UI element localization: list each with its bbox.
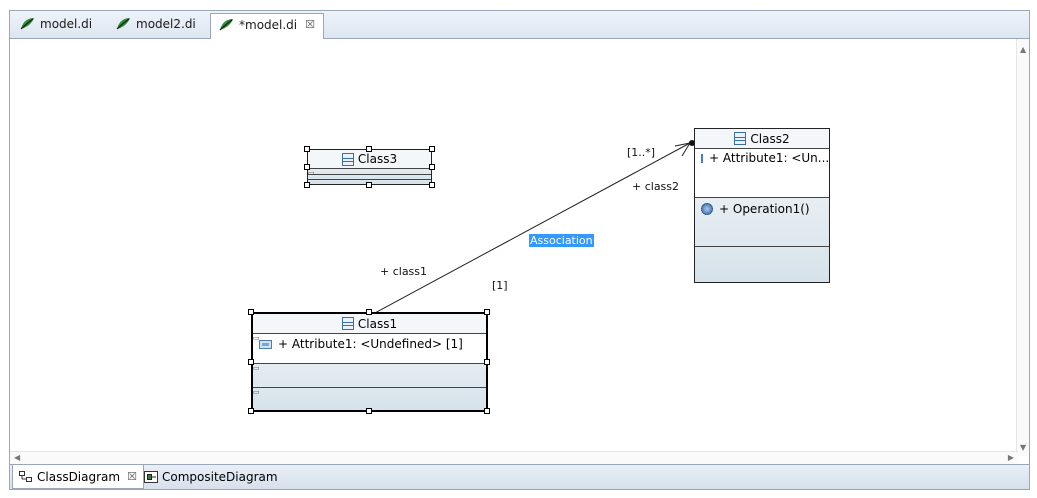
association-edges xyxy=(359,140,695,322)
class1-node[interactable]: Class1 ▭ + Attribute1: <Undefined> [1] ▭… xyxy=(251,312,488,412)
class-diagram-icon xyxy=(19,470,32,482)
selection-handle[interactable] xyxy=(304,164,310,170)
class2-nested-compartment[interactable] xyxy=(695,247,829,282)
collapse-icon[interactable]: ▭ xyxy=(308,169,315,177)
tab-label: ClassDiagram xyxy=(37,469,121,484)
vertical-scrollbar[interactable]: ▲ ▼ xyxy=(1016,39,1029,456)
diagram-tabbar: ClassDiagram ☒ CompositeDiagram xyxy=(10,464,1029,489)
selection-handle[interactable] xyxy=(304,146,310,152)
tab-model2-di[interactable]: model2.di xyxy=(108,13,204,39)
association-line xyxy=(359,142,691,322)
horizontal-scrollbar[interactable]: ◀ ▶ xyxy=(10,451,1018,464)
papyrus-leaf-icon xyxy=(219,19,233,31)
scroll-up-icon[interactable]: ▲ xyxy=(1020,45,1027,54)
selection-handle[interactable] xyxy=(484,408,490,414)
diagram-canvas[interactable]: Class3 ▭ Class2 + Attribute1: <Un xyxy=(10,39,1018,456)
scroll-right-icon[interactable]: ▶ xyxy=(1007,453,1014,462)
property-icon xyxy=(701,153,703,163)
class2-operation-row[interactable]: + Operation1() xyxy=(695,198,829,218)
selection-handle[interactable] xyxy=(366,309,372,315)
class3-node[interactable]: Class3 ▭ xyxy=(307,149,432,185)
class-icon xyxy=(341,317,354,330)
papyrus-leaf-icon xyxy=(20,18,34,30)
selection-handle[interactable] xyxy=(248,309,254,315)
collapse-icon[interactable]: ▭ xyxy=(253,364,260,372)
tab-label: *model.di xyxy=(239,18,298,32)
class2-end-multiplicity[interactable]: [1..*] xyxy=(627,146,656,159)
operation-gear-icon xyxy=(701,203,713,215)
tab-label: CompositeDiagram xyxy=(162,470,278,484)
class2-operation-text: + Operation1() xyxy=(719,202,810,216)
class2-attribute-text: + Attribute1: <Un... xyxy=(709,151,829,165)
selection-handle[interactable] xyxy=(429,164,435,170)
tab-model-di[interactable]: model.di xyxy=(12,13,100,39)
composite-diagram-icon xyxy=(144,471,158,483)
close-icon[interactable]: ☒ xyxy=(127,470,137,483)
class1-nested-compartment[interactable]: ▭ xyxy=(253,388,486,410)
class2-attribute-row[interactable]: + Attribute1: <Un... xyxy=(695,149,829,167)
class-icon xyxy=(341,152,354,166)
close-icon[interactable]: ☒ xyxy=(305,18,316,31)
tab-label: model2.di xyxy=(136,17,196,31)
collapse-icon[interactable]: ▭ xyxy=(253,334,260,342)
class2-end-role[interactable]: + class2 xyxy=(632,180,680,193)
collapse-icon[interactable]: ▭ xyxy=(253,388,260,396)
tab-model-di-dirty[interactable]: *model.di ☒ xyxy=(210,13,325,40)
selection-handle[interactable] xyxy=(304,182,310,188)
papyrus-leaf-icon xyxy=(116,18,130,30)
editor-window: model.di model2.di *model.di ☒ xyxy=(9,10,1030,490)
class1-attribute-row[interactable]: + Attribute1: <Undefined> [1] xyxy=(253,334,486,353)
class1-header: Class1 xyxy=(253,314,486,334)
class2-name: Class2 xyxy=(750,131,790,146)
tab-class-diagram[interactable]: ClassDiagram ☒ xyxy=(12,465,144,489)
class3-operations-compartment[interactable] xyxy=(308,175,431,180)
class1-attributes-compartment[interactable]: ▭ + Attribute1: <Undefined> [1] xyxy=(253,334,486,364)
class2-operations-compartment[interactable]: + Operation1() xyxy=(695,198,829,247)
association-end-dot xyxy=(689,140,695,146)
scroll-left-icon[interactable]: ◀ xyxy=(14,453,21,462)
selection-handle[interactable] xyxy=(429,182,435,188)
class2-node[interactable]: Class2 + Attribute1: <Un... + Operation1… xyxy=(694,128,830,283)
class1-end-multiplicity[interactable]: [1] xyxy=(492,279,508,292)
selection-handle[interactable] xyxy=(366,182,372,188)
selection-handle[interactable] xyxy=(484,359,490,365)
editor-tabbar: model.di model2.di *model.di ☒ xyxy=(10,11,1029,40)
class3-name: Class3 xyxy=(357,152,398,166)
class1-end-role[interactable]: + class1 xyxy=(380,265,428,278)
class-icon xyxy=(734,132,747,145)
class2-attributes-compartment[interactable]: + Attribute1: <Un... xyxy=(695,149,829,198)
selection-handle[interactable] xyxy=(484,309,490,315)
property-icon xyxy=(259,339,272,349)
class1-attribute-text: + Attribute1: <Undefined> [1] xyxy=(278,337,463,351)
association-name-label[interactable]: Association xyxy=(529,234,594,247)
selection-handle[interactable] xyxy=(248,359,254,365)
class1-operations-compartment[interactable]: ▭ xyxy=(253,364,486,388)
selection-handle[interactable] xyxy=(366,408,372,414)
scroll-down-icon[interactable]: ▼ xyxy=(1020,443,1027,452)
class1-name: Class1 xyxy=(357,316,398,331)
selection-handle[interactable] xyxy=(366,146,372,152)
selection-handle[interactable] xyxy=(429,146,435,152)
tab-label: model.di xyxy=(40,17,93,31)
class2-header: Class2 xyxy=(695,129,829,149)
tab-composite-diagram[interactable]: CompositeDiagram xyxy=(138,465,284,489)
class3-header: Class3 xyxy=(308,150,431,169)
class3-attributes-compartment[interactable]: ▭ xyxy=(308,169,431,177)
selection-handle[interactable] xyxy=(248,408,254,414)
